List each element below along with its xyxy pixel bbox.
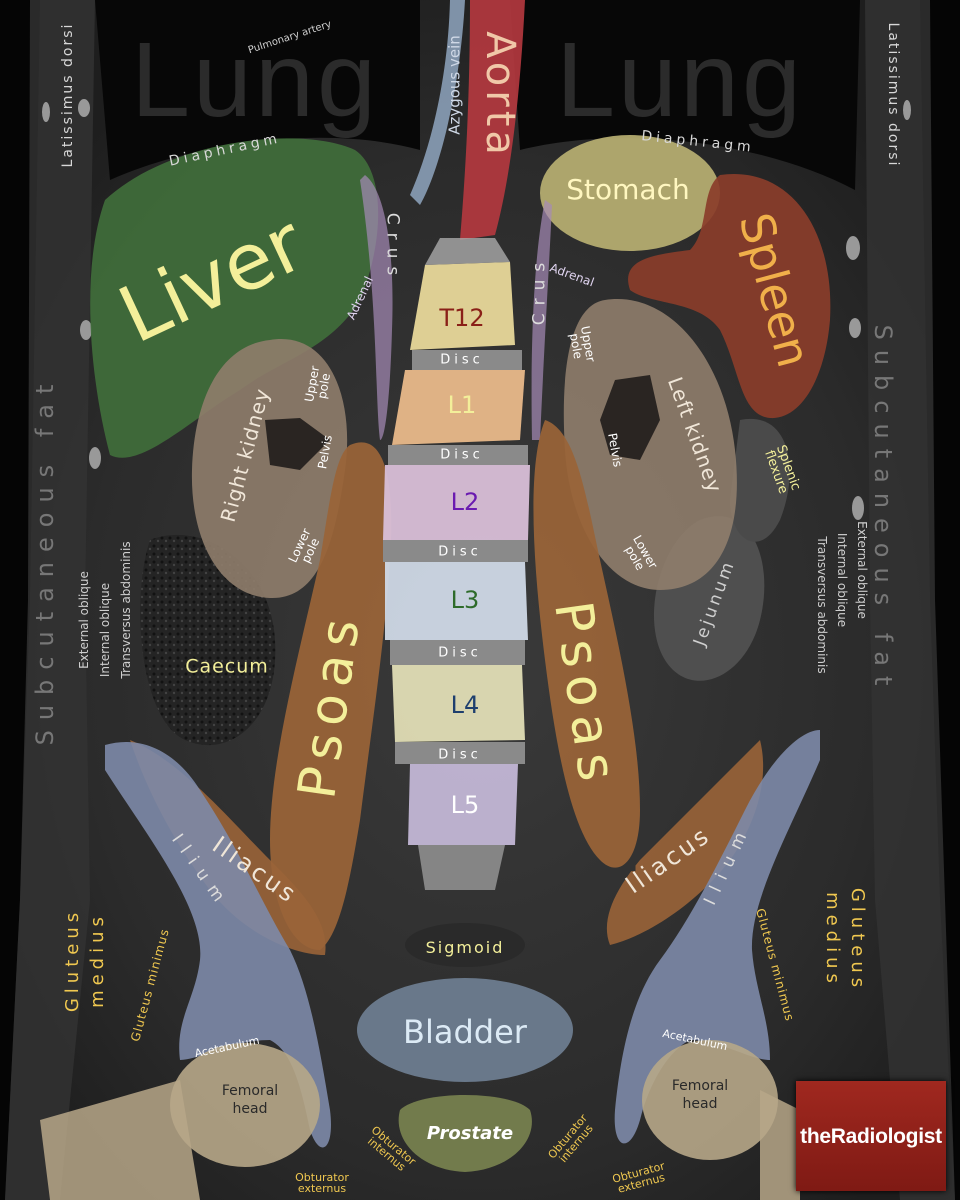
label-internal-oblique-right: Internal oblique	[836, 533, 848, 627]
label-azygous-vein: Azygous vein	[448, 35, 463, 135]
label-l5: L5	[451, 793, 480, 817]
label-subcutaneous-right: Subcutaneous fat	[871, 325, 895, 696]
label-l4: L4	[451, 693, 480, 717]
label-bladder: Bladder	[403, 1016, 527, 1048]
logo-text: theRadiologist	[796, 1125, 946, 1149]
label-stomach: Stomach	[566, 176, 689, 204]
label-aorta: Aorta	[480, 31, 520, 159]
theradiologist-logo: theRadiologist	[796, 1081, 946, 1191]
label-sigmoid: Sigmoid	[426, 940, 505, 956]
sacrum-shape	[418, 845, 505, 890]
label-latissimus-right: Latissimus dorsi	[886, 23, 900, 168]
label-gluteus-medius-right: Gluteus medius	[60, 905, 110, 1015]
label-obturator-externus-right: Obturator externus	[287, 1172, 357, 1194]
label-latissimus-left: Latissimus dorsi	[61, 23, 75, 168]
label-transversus-right: Transversus abdominis	[816, 536, 828, 673]
label-external-oblique-left: External oblique	[78, 571, 90, 669]
label-caecum: Caecum	[185, 658, 269, 677]
label-transversus-left: Transversus abdominis	[120, 541, 132, 678]
label-l3: L3	[451, 588, 480, 612]
label-prostate: Prostate	[427, 1125, 513, 1143]
label-lung-right: Lung	[556, 27, 804, 133]
label-femoral-head-left: Femoral head	[660, 1077, 740, 1113]
label-external-oblique-right: External oblique	[856, 521, 868, 619]
label-gluteus-medius-left: Gluteus medius	[820, 885, 870, 995]
label-t12: T12	[439, 306, 484, 330]
label-l2: L2	[451, 490, 480, 514]
label-disc-2: Disc	[440, 449, 484, 462]
label-disc-3: Disc	[438, 546, 482, 559]
label-disc-5: Disc	[438, 749, 482, 762]
label-l1: L1	[448, 393, 477, 417]
label-internal-oblique-left: Internal oblique	[99, 583, 111, 677]
label-subcutaneous-left: Subcutaneous fat	[33, 375, 57, 746]
label-crus-left: Crus	[532, 255, 549, 326]
label-crus-right: Crus	[384, 213, 401, 284]
label-disc-4: Disc	[438, 647, 482, 660]
label-disc-1: Disc	[440, 354, 484, 367]
label-femoral-head-right: Femoral head	[210, 1082, 290, 1118]
vertebra-t11-shape	[425, 238, 510, 265]
